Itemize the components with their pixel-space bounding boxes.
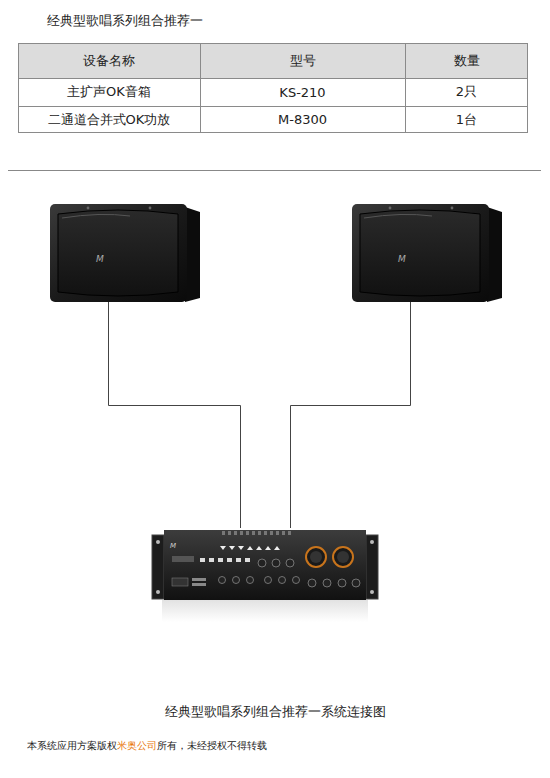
diagram-caption: 经典型歌唱系列组合推荐一系统连接图 [165, 703, 386, 721]
speaker-wire [109, 300, 411, 528]
separator-line [8, 170, 541, 171]
table-cell: KS-210 [200, 78, 405, 106]
table-cell: 2只 [405, 78, 528, 106]
table-header: 设备名称 [18, 43, 200, 78]
speaker-right: M [352, 204, 502, 302]
table-grid [18, 43, 528, 133]
svg-text:M: M [170, 542, 176, 550]
page-title: 经典型歌唱系列组合推荐一 [47, 12, 203, 30]
table-header: 数量 [405, 43, 528, 78]
table-cell: M-8300 [200, 106, 405, 133]
company-name: 米奥公司 [117, 740, 157, 751]
copyright-text: 本系统应用方案版权 [27, 740, 117, 751]
table-header: 型号 [200, 43, 405, 78]
copyright-text: 所有，未经授权不得转载 [157, 740, 267, 751]
table-cell: 二通道合并式OK功放 [18, 106, 200, 133]
speaker-left: M [50, 204, 200, 302]
table-cell: 1台 [405, 106, 528, 133]
amplifier: M [152, 530, 378, 622]
table-cell: 主扩声OK音箱 [18, 78, 200, 106]
svg-text:M: M [398, 254, 406, 264]
svg-text:M: M [96, 254, 104, 264]
copyright-note: 本系统应用方案版权米奥公司所有，未经授权不得转载 [27, 739, 267, 753]
